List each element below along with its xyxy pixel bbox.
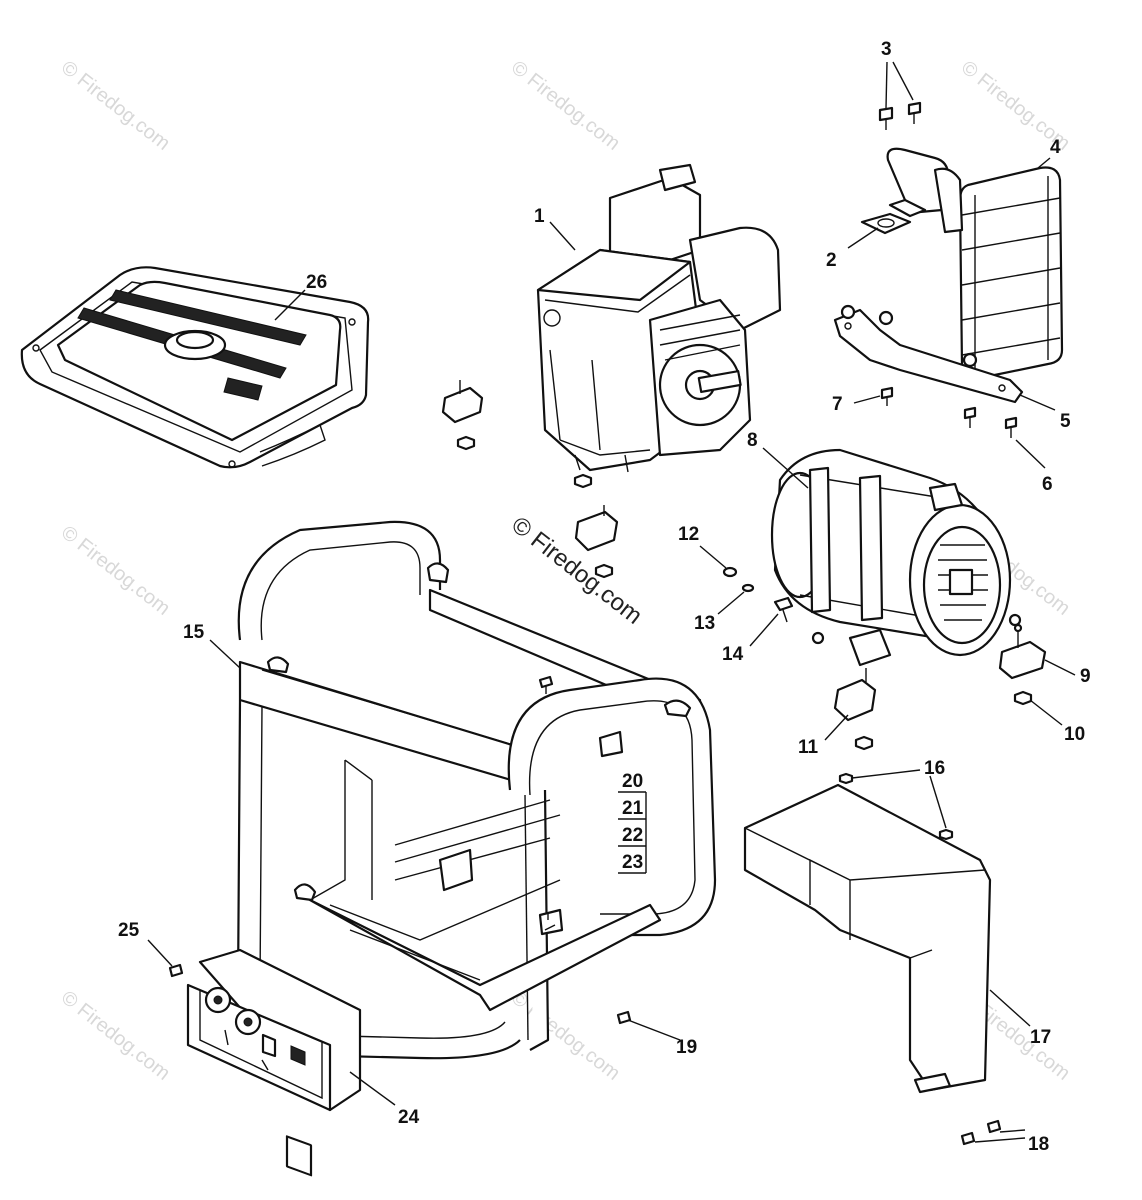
callout-9: 9: [1080, 666, 1091, 687]
callout-12: 12: [678, 524, 699, 545]
bolt-icon: [168, 596, 1002, 1146]
callout-10: 10: [1064, 724, 1085, 745]
callout-7: 7: [832, 394, 843, 415]
callout-1: 1: [534, 206, 545, 227]
callout-8: 8: [747, 430, 758, 451]
callout-25: 25: [118, 920, 140, 941]
callout-16: 16: [924, 758, 945, 779]
gasket-icon: [860, 212, 912, 235]
alternator-icon: [770, 448, 1022, 667]
watermark: © Firedog.com: [57, 57, 174, 155]
nut-icon: [456, 435, 1033, 841]
callout-5: 5: [1060, 411, 1071, 432]
bolt-icon: [880, 386, 1018, 438]
frame-icon: [236, 520, 717, 1060]
callout-17: 17: [1030, 1027, 1051, 1048]
callout-26: 26: [306, 272, 327, 293]
bolt-icon: [878, 101, 922, 130]
callout-2: 2: [826, 250, 837, 271]
watermark: © Firedog.com: [57, 987, 174, 1085]
muffler-icon: [886, 147, 1064, 380]
callout-13: 13: [694, 613, 715, 634]
mount-icon: [441, 380, 1047, 722]
bracket-icon: [833, 304, 1024, 404]
callout-14: 14: [722, 644, 744, 665]
watermark: © Firedog.com: [57, 522, 174, 620]
callout-18: 18: [1028, 1134, 1049, 1155]
callout-3: 3: [881, 39, 892, 60]
callout-15: 15: [183, 622, 205, 643]
callout-19: 19: [676, 1037, 697, 1058]
callout-11: 11: [798, 737, 819, 758]
callout-23: 23: [622, 852, 643, 873]
callout-4: 4: [1050, 137, 1061, 158]
callout-21: 21: [622, 798, 644, 819]
watermark: © Firedog.com: [507, 57, 624, 155]
callout-20: 20: [622, 771, 643, 792]
cover-icon: [743, 783, 992, 1094]
engine-icon: [536, 163, 782, 473]
callout-6: 6: [1042, 474, 1053, 495]
washer-icon: [722, 566, 755, 593]
fuel-tank-icon: [20, 266, 370, 469]
callout-box: [618, 791, 647, 874]
watermark: © Firedog.com: [507, 987, 624, 1085]
leader-lines: [147, 61, 1076, 1143]
callout-22: 22: [622, 825, 643, 846]
callout-labels: 1 2 3 4 5 6 7 8 9 10 11 12 13 14 15 16 1…: [118, 39, 1091, 1155]
callout-24: 24: [398, 1107, 420, 1128]
control-panel-icon: [186, 948, 362, 1177]
